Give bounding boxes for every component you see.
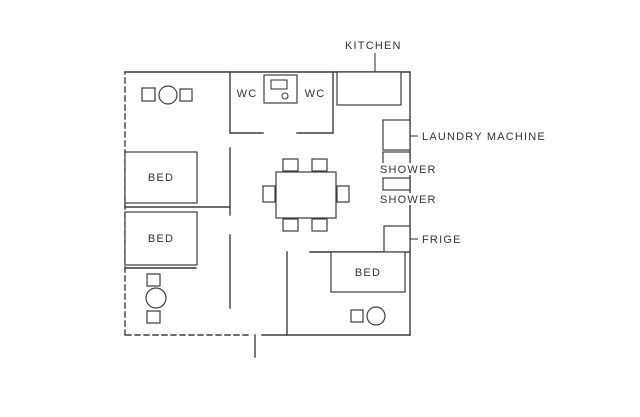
wc-right-partition [296,71,334,134]
kitchen-label: KITCHEN [345,40,402,52]
round-stool-top-left [158,85,178,105]
wc-left-label: WC [237,88,258,100]
laundry-machine-fixture [382,119,411,151]
shower-bottom-label-backdrop [377,193,435,205]
shower-tray-bottom [382,177,411,191]
round-stool-bottom-left [145,287,167,309]
fridge-fixture [383,225,411,253]
stool-bottom-left-lower [146,310,161,324]
dining-chair-bottom-right [311,218,328,232]
dining-chair-top-left [282,158,299,172]
dining-table [275,171,337,219]
dining-chair-right [336,185,350,203]
dining-chair-top-right [311,158,328,172]
round-stool-bottom-right [366,306,386,326]
laundry-machine-label: LAUNDRY MACHINE [422,131,546,143]
nightstand-bottom-right [350,309,364,323]
wc-sink-basin [270,79,288,90]
dresser-top-left [141,87,156,102]
bed-bottom-right [330,251,406,293]
shower-tray-top [382,151,411,165]
wc-sink-drain-icon [281,92,289,100]
bed-bottom-left-label: BED [148,233,174,245]
wc-right-label: WC [305,88,326,100]
dining-chair-left [262,185,276,203]
shower-top-label-backdrop [377,163,435,175]
bed-bottom-right-label: BED [355,267,381,279]
bed-top-left [124,151,198,204]
wc-left-partition [229,71,264,134]
dining-chair-bottom-left [282,218,299,232]
bed-bottom-left [124,211,198,266]
stool-bottom-left-upper [146,273,161,287]
shower-top-label: SHOWER [380,164,437,176]
kitchen-counter [336,71,402,106]
shower-bottom-label: SHOWER [380,194,437,206]
nightstand-top-left [179,88,193,102]
fridge-label: FRIGE [422,234,462,246]
bed-top-left-label: BED [148,172,174,184]
